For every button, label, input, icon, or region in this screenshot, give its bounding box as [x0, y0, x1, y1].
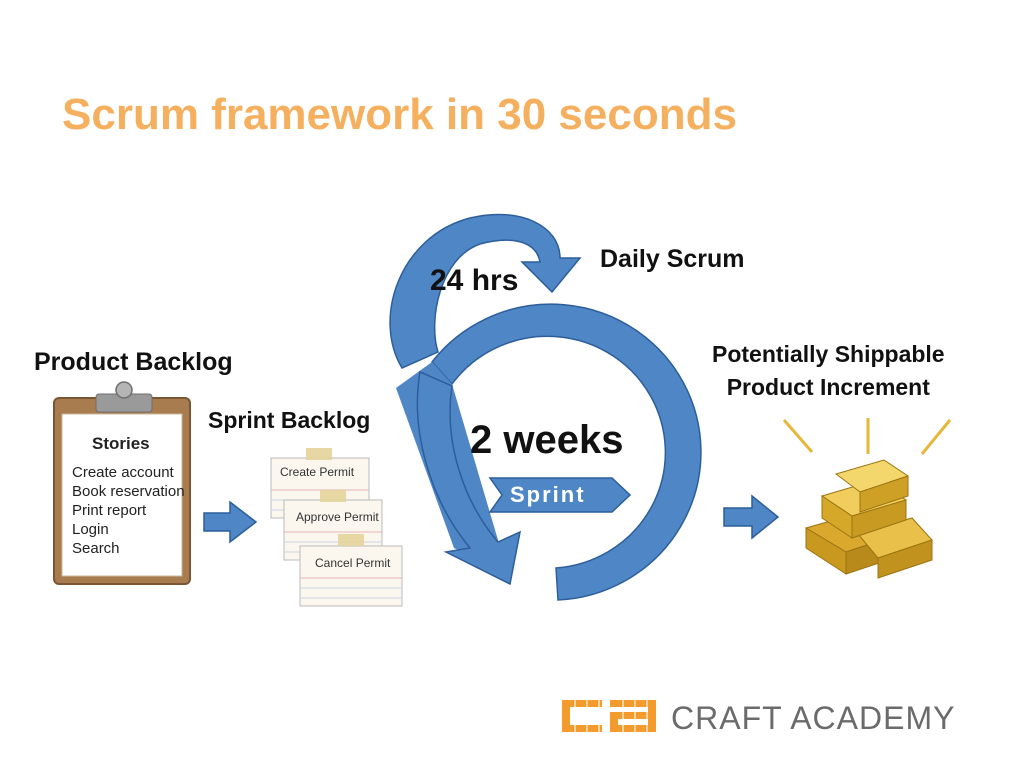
- arrow-to-increment: [723, 494, 780, 540]
- clipboard-heading: Stories: [92, 434, 150, 453]
- increment-label: Potentially Shippable Product Increment: [712, 338, 945, 404]
- daily-scrum-label: Daily Scrum: [600, 245, 745, 273]
- daily-scrum-loop-arrow: [389, 213, 582, 369]
- story-item: Create account: [72, 464, 174, 481]
- sprint-tag-shape: [488, 477, 632, 513]
- story-item: Search: [72, 540, 120, 557]
- story-item: Print report: [72, 502, 147, 519]
- sprint-card-label: Create Permit: [280, 465, 355, 479]
- sprint-loop-arrow: [396, 303, 702, 601]
- clipboard-icon: [53, 381, 191, 585]
- increment-label-line2: Product Increment: [726, 374, 930, 400]
- slide-title: Scrum framework in 30 seconds: [62, 90, 737, 139]
- arrow-to-sprint-backlog: [203, 500, 258, 544]
- brand-name: CRAFT ACADEMY: [671, 700, 956, 736]
- daily-cycle-label: 24 hrs: [430, 264, 519, 297]
- sprint-card-label: Cancel Permit: [315, 556, 391, 570]
- gold-bars-icon: [782, 418, 952, 579]
- sprint-card-3: [299, 534, 403, 607]
- sprint-card-label: Approve Permit: [296, 510, 379, 524]
- sprint-duration-label: 2 weeks: [470, 418, 624, 462]
- sprint-backlog-label: Sprint Backlog: [208, 407, 371, 433]
- craft-academy-logo-icon: [562, 700, 656, 732]
- increment-label-line1: Potentially Shippable: [712, 341, 945, 367]
- story-item: Login: [72, 521, 109, 538]
- story-item: Book reservation: [72, 483, 185, 500]
- product-backlog-label: Product Backlog: [34, 348, 233, 376]
- sprint-tag-label: Sprint: [510, 482, 586, 507]
